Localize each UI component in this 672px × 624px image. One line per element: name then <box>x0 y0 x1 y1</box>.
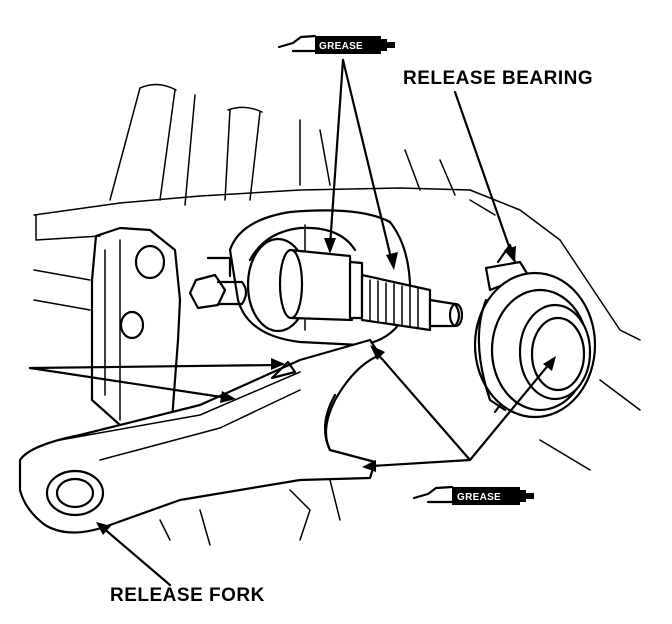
release-fork-label: RELEASE FORK <box>110 585 265 606</box>
release-fork <box>18 338 382 534</box>
grease-icon: GREASE <box>277 34 395 54</box>
grease-label-top: GREASE <box>319 41 363 52</box>
release-bearing-label: RELEASE BEARING <box>403 68 593 89</box>
release-bearing <box>473 243 597 419</box>
grease-label-bottom: GREASE <box>457 492 501 503</box>
transmission-housing <box>33 83 641 546</box>
housing-boss <box>90 226 182 427</box>
grease-icon: GREASE <box>412 485 534 505</box>
leader-lines <box>28 58 556 587</box>
input-shaft <box>278 248 464 332</box>
pivot-bolt <box>188 256 248 310</box>
